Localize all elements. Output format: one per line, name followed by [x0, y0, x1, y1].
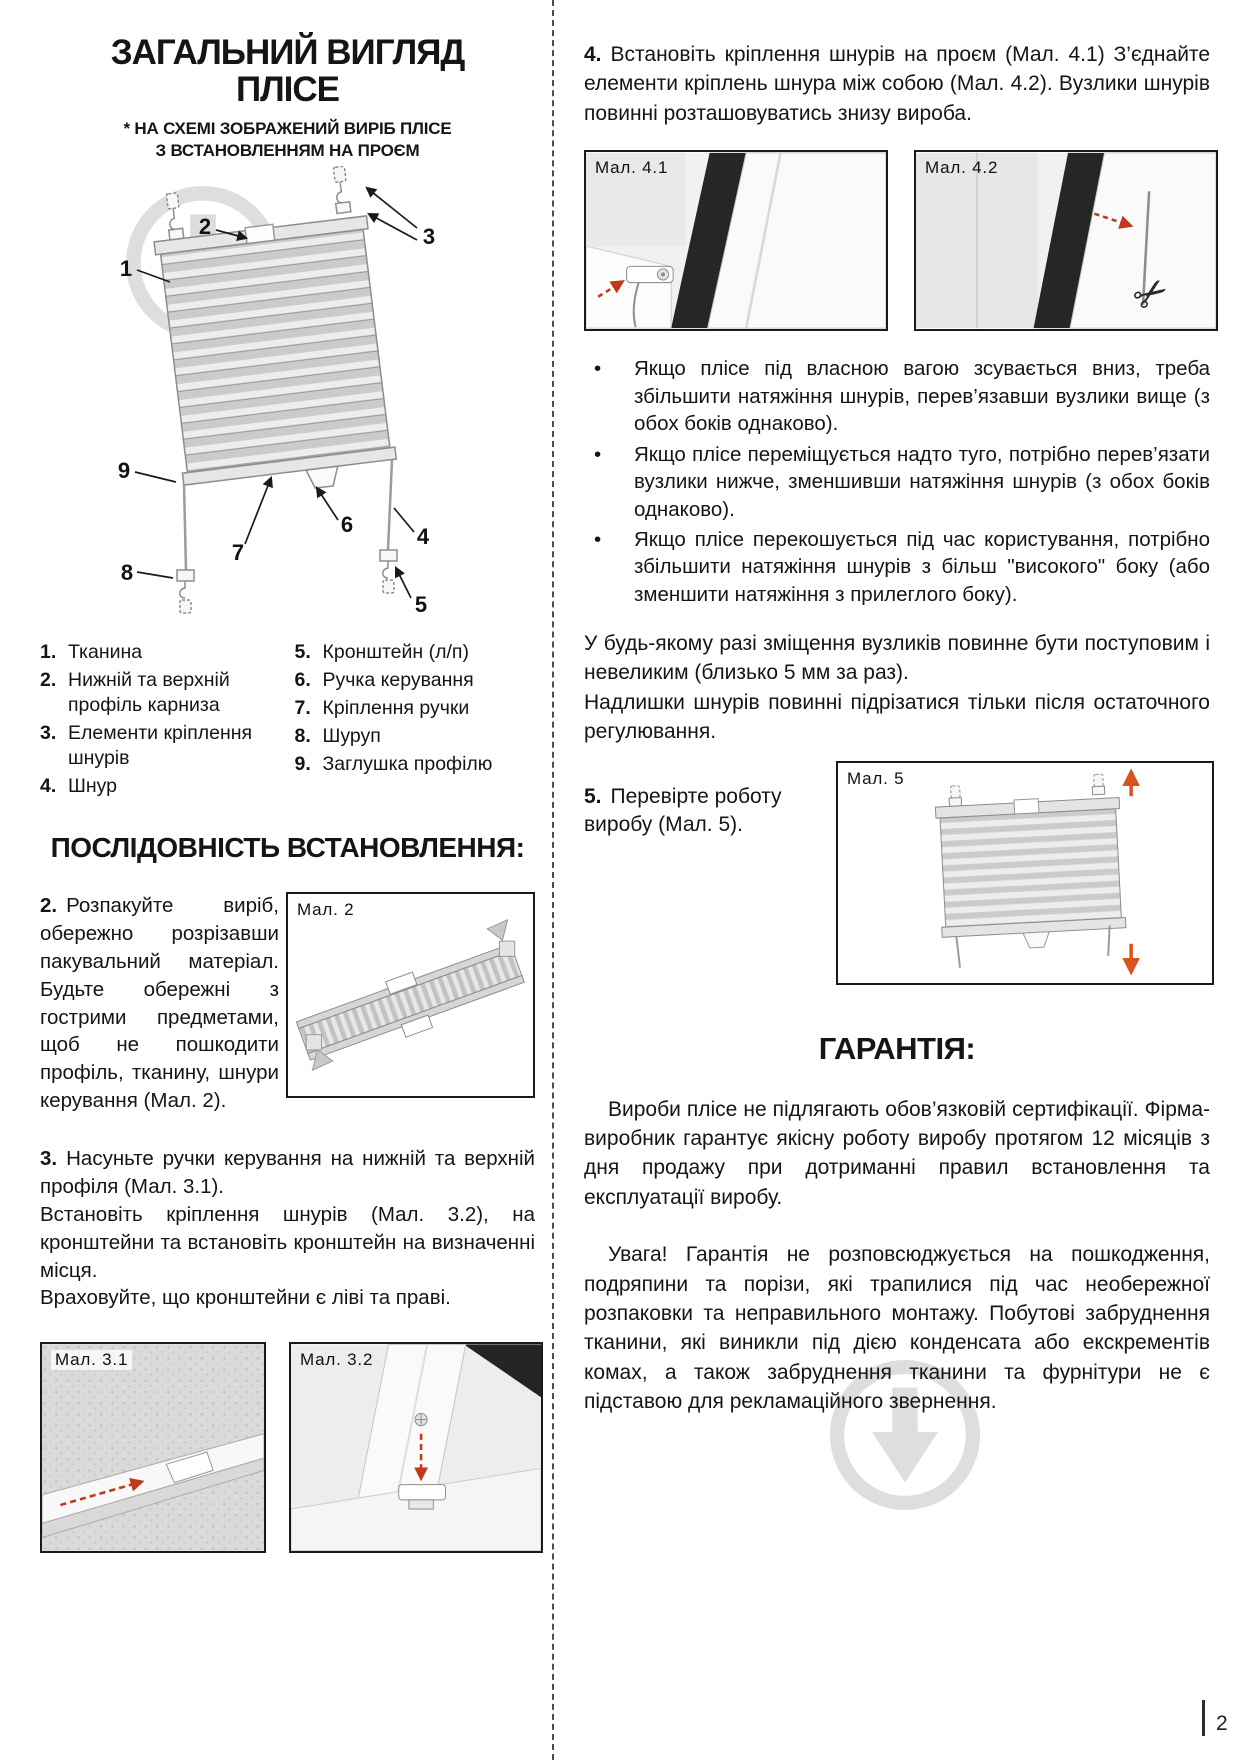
page-title-line2: ПЛІСЕ [235, 70, 340, 110]
figure-5: Мал. 5 [836, 760, 1214, 985]
step-4-number: 4. [584, 43, 602, 66]
step-3-number: 3. [40, 1147, 58, 1171]
legend-item: 2.Нижній та верхній профіль карниза [40, 669, 230, 717]
figure-2-illustration [288, 894, 533, 1096]
left-column: ЗАГАЛЬНИЙ ВИГЛЯД ПЛІСЕ * НА СХЕМІ ЗОБРАЖ… [40, 34, 543, 1554]
figure-5-illustration [838, 763, 1212, 982]
red-dashed-arrow [597, 280, 625, 298]
figure-3-1: Мал. 3.1 [40, 1342, 266, 1554]
figure-2: Мал. 2 [286, 892, 535, 1099]
bottom-brackets [176, 549, 398, 615]
figure-2-label: Мал. 2 [297, 900, 355, 920]
legend-item: 7.Кріплення ручки [294, 697, 470, 720]
legend-item: 8.Шуруп [294, 725, 381, 748]
bottom-profile [181, 446, 398, 487]
legend-column-2: 5.Кронштейн (л/п) 6.Ручка керування 7.Кр… [295, 640, 536, 802]
step-2-number: 2. [40, 894, 58, 918]
step-4-paragraph: 4.Встановіть кріплення шнурів на проєм (… [584, 43, 1210, 125]
adjustment-bullet-list: Якщо плісе під власною вагою зсувається … [584, 355, 1210, 608]
callout-5: 5 [415, 592, 427, 617]
figure-3-2: Мал. 3.2 [289, 1342, 543, 1554]
figure-3-2-illustration [291, 1344, 541, 1552]
bracket-piece [398, 1484, 446, 1510]
callout-4: 4 [417, 524, 430, 549]
step-5-block: 5.Перевірте роботу виробу (Мал. 5). Мал.… [584, 760, 1214, 993]
figure-4-1-label: Мал. 4.1 [595, 158, 669, 178]
step-5-paragraph: 5.Перевірте роботу виробу (Мал. 5). [584, 784, 782, 837]
callout-9: 9 [118, 458, 130, 483]
cords [182, 460, 394, 571]
cord-bracket [626, 266, 674, 328]
figures-3-row: Мал. 3.1 Мал. 3.2 [40, 1342, 543, 1554]
figure-3-1-illustration [42, 1344, 264, 1552]
legend-column-1: 1.Тканина 2.Нижній та верхній профіль ка… [40, 640, 281, 802]
bullet-item: Якщо плісе під власною вагою зсувається … [584, 355, 1210, 437]
figure-3-2-label: Мал. 3.2 [300, 1350, 374, 1370]
warranty-header: ГАРАНТІЯ: [818, 1030, 976, 1066]
legend-item: 6.Ручка керування [294, 669, 474, 692]
legend-item: 4.Шнур [40, 775, 118, 798]
page-title: ЗАГАЛЬНИЙ ВИГЛЯД ПЛІСЕ [40, 34, 535, 108]
figure-4-2-label: Мал. 4.2 [925, 158, 999, 178]
figure-4-2-illustration: ✂ [916, 152, 1216, 329]
right-column: 4.Встановіть кріплення шнурів на проєм (… [584, 40, 1218, 1416]
sequence-header: ПОСЛІДОВНІСТЬ ВСТАНОВЛЕННЯ: [50, 832, 525, 864]
page-subtitle: * НА СХЕМІ ЗОБРАЖЕНИЙ ВИРІБ ПЛІСЕ З ВСТА… [123, 119, 452, 161]
column-divider [552, 0, 554, 1760]
callout-8: 8 [121, 560, 133, 585]
blinds-overview-diagram: 1 2 3 9 7 6 4 8 5 [118, 166, 435, 617]
step-3-paragraph: 3.Насуньте ручки керування на нижній та … [40, 1147, 535, 1310]
control-handle [304, 465, 339, 490]
step-2-paragraph: 2.Розпакуйте виріб, обережно розрізавши … [40, 894, 279, 1113]
callout-6: 6 [341, 512, 353, 537]
top-brackets [165, 166, 352, 242]
bullet-item: Якщо плісе перекошується під час користу… [584, 526, 1210, 608]
callout-2: 2 [199, 214, 211, 239]
figure-5-label: Мал. 5 [847, 768, 905, 788]
callout-1: 1 [120, 256, 132, 281]
figure-4-1-illustration [586, 152, 886, 329]
bullet-item: Якщо плісе переміщується надто туго, пот… [584, 441, 1210, 523]
page-number: 2 [1216, 1712, 1228, 1735]
callout-leader-lines [134, 186, 418, 599]
footer-divider [1202, 1700, 1205, 1736]
step-5-number: 5. [584, 784, 602, 808]
screw-icon [414, 1413, 428, 1427]
blinds-diagram-area: 1 2 3 9 7 6 4 8 5 [40, 166, 535, 638]
legend-item: 9.Заглушка профілю [294, 753, 493, 776]
adjustment-note: У будь-якому разі зміщення вузликів пови… [584, 632, 1210, 744]
red-dashed-arrow [59, 1478, 145, 1507]
cord-line [1141, 191, 1151, 306]
red-dashed-arrow [1093, 212, 1134, 230]
warranty-paragraph-2: Увага! Гарантія не розповсюджується на п… [584, 1243, 1210, 1414]
legend-item: 5.Кронштейн (л/п) [294, 641, 469, 664]
legend-item: 1.Тканина [40, 641, 143, 664]
step-2-row: 2.Розпакуйте виріб, обережно розрізавши … [40, 892, 535, 1115]
callout-7: 7 [232, 540, 244, 565]
pleated-fabric [159, 228, 391, 474]
page-title-line1: ЗАГАЛЬНИЙ ВИГЛЯД [110, 33, 466, 72]
figure-4-1: Мал. 4.1 [584, 150, 888, 332]
callout-3: 3 [423, 224, 435, 249]
handle-piece [165, 1451, 214, 1484]
diagram-legend: 1.Тканина 2.Нижній та верхній профіль ка… [40, 640, 535, 802]
figure-3-1-label: Мал. 3.1 [51, 1350, 133, 1371]
warranty-paragraph-1: Вироби плісе не підлягають обов’язковій … [584, 1097, 1210, 1209]
legend-item: 3.Елементи кріплення шнурів [40, 722, 253, 770]
brand-watermark-icon [826, 1356, 984, 1514]
figure-4-2: Мал. 4.2 ✂ [914, 150, 1218, 332]
figures-4-row: Мал. 4.1 [584, 150, 1218, 332]
unfold-arrows [305, 918, 516, 1072]
